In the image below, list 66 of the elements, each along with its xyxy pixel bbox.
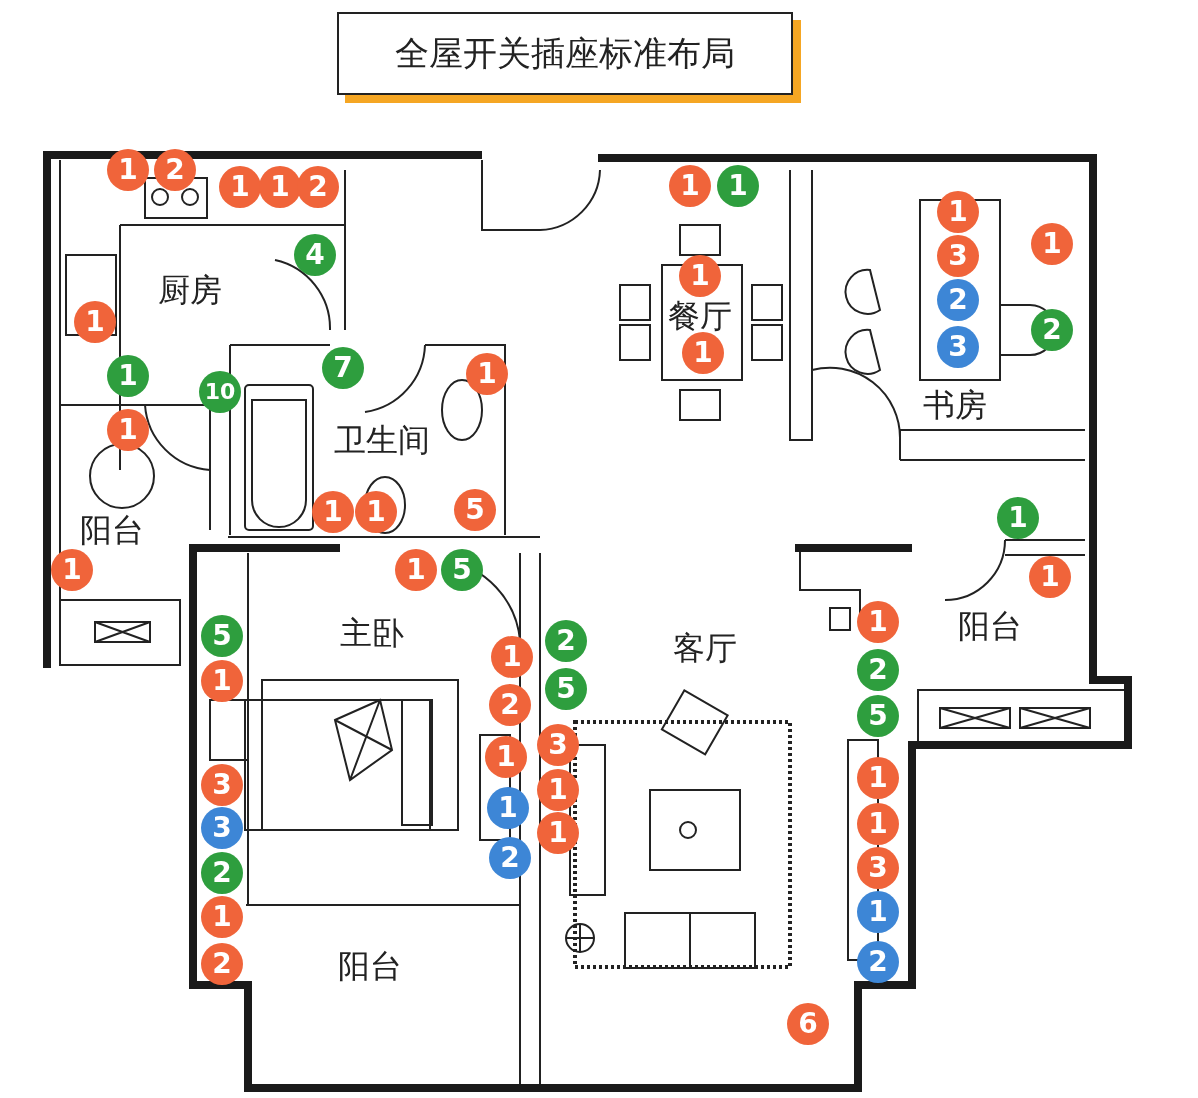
room-label: 书房 (923, 389, 987, 421)
numbered-marker: 1 (857, 757, 899, 799)
numbered-marker: 1 (466, 353, 508, 395)
numbered-marker: 1 (107, 409, 149, 451)
numbered-marker: 1 (491, 636, 533, 678)
numbered-marker: 2 (489, 837, 531, 879)
numbered-marker: 3 (537, 724, 579, 766)
numbered-marker: 2 (545, 620, 587, 662)
numbered-marker: 1 (679, 255, 721, 297)
numbered-marker: 1 (107, 355, 149, 397)
numbered-marker: 1 (259, 166, 301, 208)
numbered-marker: 2 (937, 279, 979, 321)
numbered-marker: 1 (1029, 556, 1071, 598)
numbered-marker: 3 (201, 764, 243, 806)
numbered-marker: 2 (857, 941, 899, 983)
numbered-marker: 3 (937, 235, 979, 277)
numbered-marker: 1 (51, 549, 93, 591)
numbered-marker: 1 (857, 803, 899, 845)
numbered-marker: 1 (74, 301, 116, 343)
room-label: 主卧 (340, 617, 404, 649)
numbered-marker: 3 (857, 847, 899, 889)
numbered-marker: 2 (857, 649, 899, 691)
numbered-marker: 1 (487, 787, 529, 829)
numbered-marker: 2 (1031, 309, 1073, 351)
numbered-marker: 3 (201, 807, 243, 849)
numbered-marker: 3 (937, 326, 979, 368)
numbered-marker: 1 (107, 149, 149, 191)
numbered-marker: 1 (669, 165, 711, 207)
numbered-marker: 1 (355, 491, 397, 533)
numbered-marker: 1 (395, 549, 437, 591)
numbered-marker: 1 (312, 491, 354, 533)
room-label: 厨房 (158, 274, 222, 306)
numbered-marker: 2 (154, 149, 196, 191)
numbered-marker: 1 (485, 736, 527, 778)
numbered-marker: 7 (322, 347, 364, 389)
numbered-marker: 1 (201, 660, 243, 702)
title: 全屋开关插座标准布局 (337, 12, 793, 95)
room-label: 阳台 (958, 610, 1022, 642)
numbered-marker: 1 (937, 191, 979, 233)
numbered-marker: 4 (294, 234, 336, 276)
numbered-marker: 1 (857, 601, 899, 643)
numbered-marker: 1 (537, 812, 579, 854)
numbered-marker: 10 (199, 371, 241, 413)
numbered-marker: 1 (201, 896, 243, 938)
numbered-marker: 5 (857, 695, 899, 737)
numbered-marker: 1 (717, 165, 759, 207)
numbered-marker: 5 (454, 489, 496, 531)
room-label: 卫生间 (334, 424, 430, 456)
numbered-marker: 1 (857, 891, 899, 933)
room-label: 餐厅 (668, 300, 732, 332)
numbered-marker: 5 (441, 549, 483, 591)
numbered-marker: 1 (682, 332, 724, 374)
room-label: 客厅 (673, 632, 737, 664)
numbered-marker: 2 (201, 943, 243, 985)
numbered-marker: 6 (787, 1003, 829, 1045)
room-label: 阳台 (80, 514, 144, 546)
numbered-marker: 1 (219, 166, 261, 208)
numbered-marker: 1 (997, 497, 1039, 539)
numbered-marker: 2 (489, 684, 531, 726)
numbered-marker: 1 (537, 769, 579, 811)
room-label: 阳台 (338, 950, 402, 982)
numbered-marker: 5 (545, 668, 587, 710)
numbered-marker: 5 (201, 615, 243, 657)
numbered-marker: 2 (201, 852, 243, 894)
numbered-marker: 2 (297, 166, 339, 208)
numbered-marker: 1 (1031, 223, 1073, 265)
